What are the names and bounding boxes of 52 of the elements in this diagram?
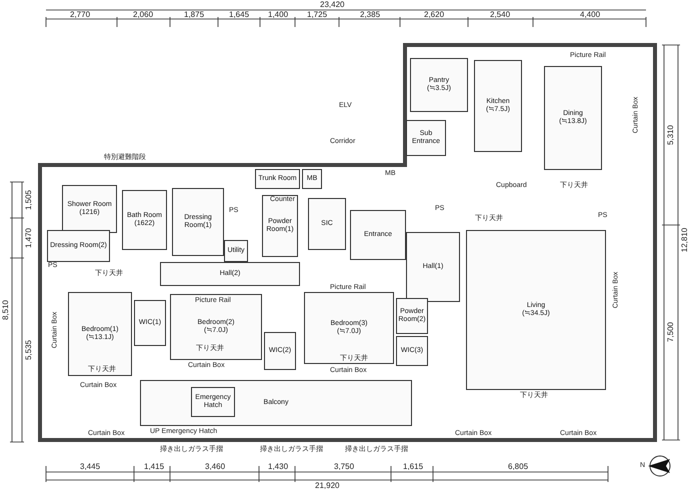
- room-area: [302, 169, 322, 189]
- dimension-value: 8,510: [2, 300, 10, 320]
- dimension-value: 2,620: [424, 11, 444, 19]
- room-area: [308, 198, 346, 250]
- room-area: [140, 380, 412, 426]
- room-area: [170, 294, 262, 360]
- dimension-value: 1,400: [268, 11, 288, 19]
- dimension-value: 21,920: [315, 482, 340, 490]
- room-area: [350, 210, 406, 260]
- dimension-value: 1,470: [25, 228, 34, 248]
- room-area: [396, 298, 428, 334]
- dimension-value: 4,400: [580, 11, 600, 19]
- room-area: [410, 58, 468, 112]
- room-area: [466, 230, 606, 390]
- room-area: [262, 195, 298, 257]
- room-area: [134, 300, 166, 346]
- dimension-value: 1,430: [268, 463, 288, 471]
- room-area: [68, 292, 132, 376]
- dimension-value: 1,725: [307, 11, 328, 19]
- dimension-value: 1,615: [403, 463, 424, 471]
- dimension-value: 1,645: [229, 11, 250, 19]
- room-area: [47, 230, 110, 262]
- room-area: [191, 387, 235, 417]
- dimension-value: 6,805: [508, 463, 528, 471]
- dimension-value: 2,770: [70, 11, 90, 19]
- dimension-value: 5,310: [667, 124, 676, 146]
- room-area: [304, 292, 394, 364]
- dimension-value: 7,500: [667, 322, 676, 342]
- dimension-value: 3,750: [334, 463, 354, 471]
- dimension-value: 3,460: [205, 463, 226, 471]
- room-area: [264, 332, 296, 370]
- dimension-value: 1,415: [144, 463, 164, 471]
- room-area: [172, 188, 224, 256]
- room-area: [474, 60, 522, 152]
- room-area: [255, 169, 300, 189]
- dimension-value: 3,445: [80, 463, 100, 471]
- dimension-value: 2,540: [490, 11, 510, 19]
- dimension-value: 12,810: [681, 228, 690, 252]
- room-area: [122, 190, 167, 250]
- room-area: [396, 336, 428, 366]
- room-area: [160, 262, 300, 286]
- dimension-value: 2,385: [360, 11, 380, 19]
- room-area: [406, 120, 446, 156]
- dimension-value: 2,060: [133, 11, 154, 19]
- room-area: [544, 66, 602, 170]
- room-area: [224, 240, 248, 262]
- dimension-value: 1,505: [25, 190, 34, 210]
- dimension-value: 1,875: [184, 11, 204, 19]
- room-area: [406, 232, 460, 302]
- dimension-value: 5,535: [25, 340, 34, 360]
- room-area: [62, 185, 117, 233]
- dimension-value: 23,420: [320, 1, 344, 9]
